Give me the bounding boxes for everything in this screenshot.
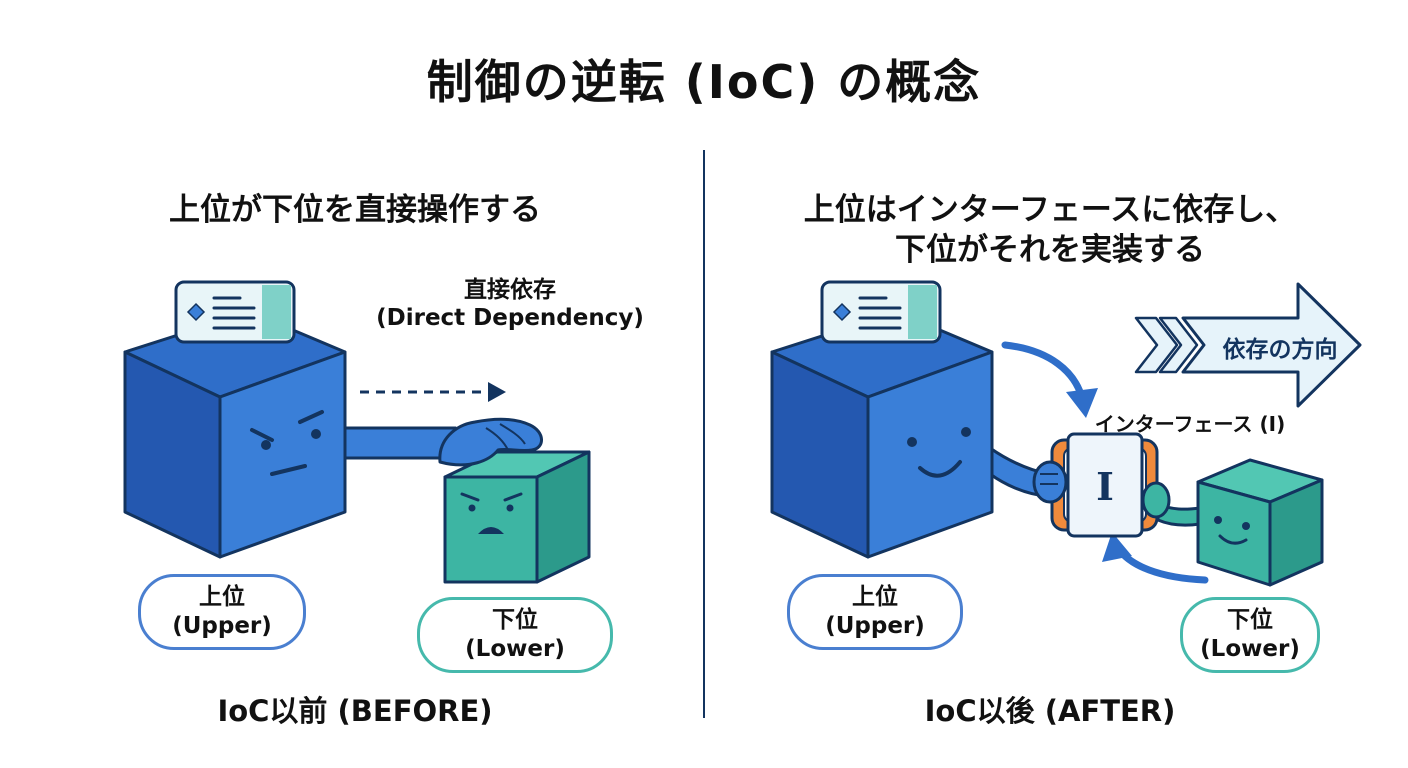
- upper-label-pill-after: 上位 (Upper): [787, 574, 963, 650]
- after-heading-line1: 上位はインターフェースに依存し、: [803, 192, 1297, 228]
- direct-dependency-arrowhead: [488, 382, 506, 402]
- after-caption: IoC以後 (AFTER): [924, 694, 1176, 728]
- before-caption: IoC以前 (BEFORE): [217, 694, 493, 728]
- after-illustration: I: [770, 280, 1362, 587]
- interface-block: I: [1050, 432, 1159, 538]
- dependency-label-en: (Direct Dependency): [376, 305, 644, 331]
- diagram-title: 制御の逆転 (IoC) の概念: [426, 55, 982, 109]
- interface-label: インターフェース (I): [1094, 412, 1286, 436]
- document-card-after: [820, 280, 942, 344]
- after-heading-line2: 下位がそれを実装する: [895, 232, 1205, 268]
- interface-letter: I: [1096, 464, 1114, 509]
- upper-cube-after: [770, 310, 994, 559]
- lower-label-pill-before: 下位 (Lower): [417, 597, 613, 673]
- dependency-direction-arrow: [1134, 282, 1362, 408]
- right-hand: [1141, 481, 1171, 519]
- lower-label-en: (Lower): [1200, 636, 1300, 662]
- lower-cube-after: [1196, 458, 1324, 587]
- left-hand: [1032, 460, 1068, 504]
- upper-label: 上位: [852, 584, 898, 611]
- dependency-label: 直接依存: [464, 277, 556, 303]
- upper-label-en: (Upper): [172, 613, 272, 639]
- upper-label: 上位: [199, 584, 245, 611]
- lower-label-pill-after: 下位 (Lower): [1180, 597, 1320, 673]
- lower-cube-before: [443, 450, 591, 584]
- before-illustration: [123, 280, 591, 584]
- pressing-hand: [438, 417, 543, 467]
- upper-cube-before: [123, 310, 347, 559]
- direction-label: 依存の方向: [1222, 337, 1338, 363]
- lower-label-en: (Lower): [465, 636, 565, 662]
- lower-label: 下位: [492, 607, 538, 634]
- curved-arrow-to-interface: [1001, 341, 1086, 402]
- curved-arrow-from-lower: [1114, 544, 1209, 584]
- document-card-before: [174, 280, 296, 344]
- before-heading: 上位が下位を直接操作する: [169, 192, 541, 228]
- lower-label: 下位: [1227, 607, 1273, 634]
- upper-label-pill-before: 上位 (Upper): [138, 574, 306, 650]
- upper-label-en: (Upper): [825, 613, 925, 639]
